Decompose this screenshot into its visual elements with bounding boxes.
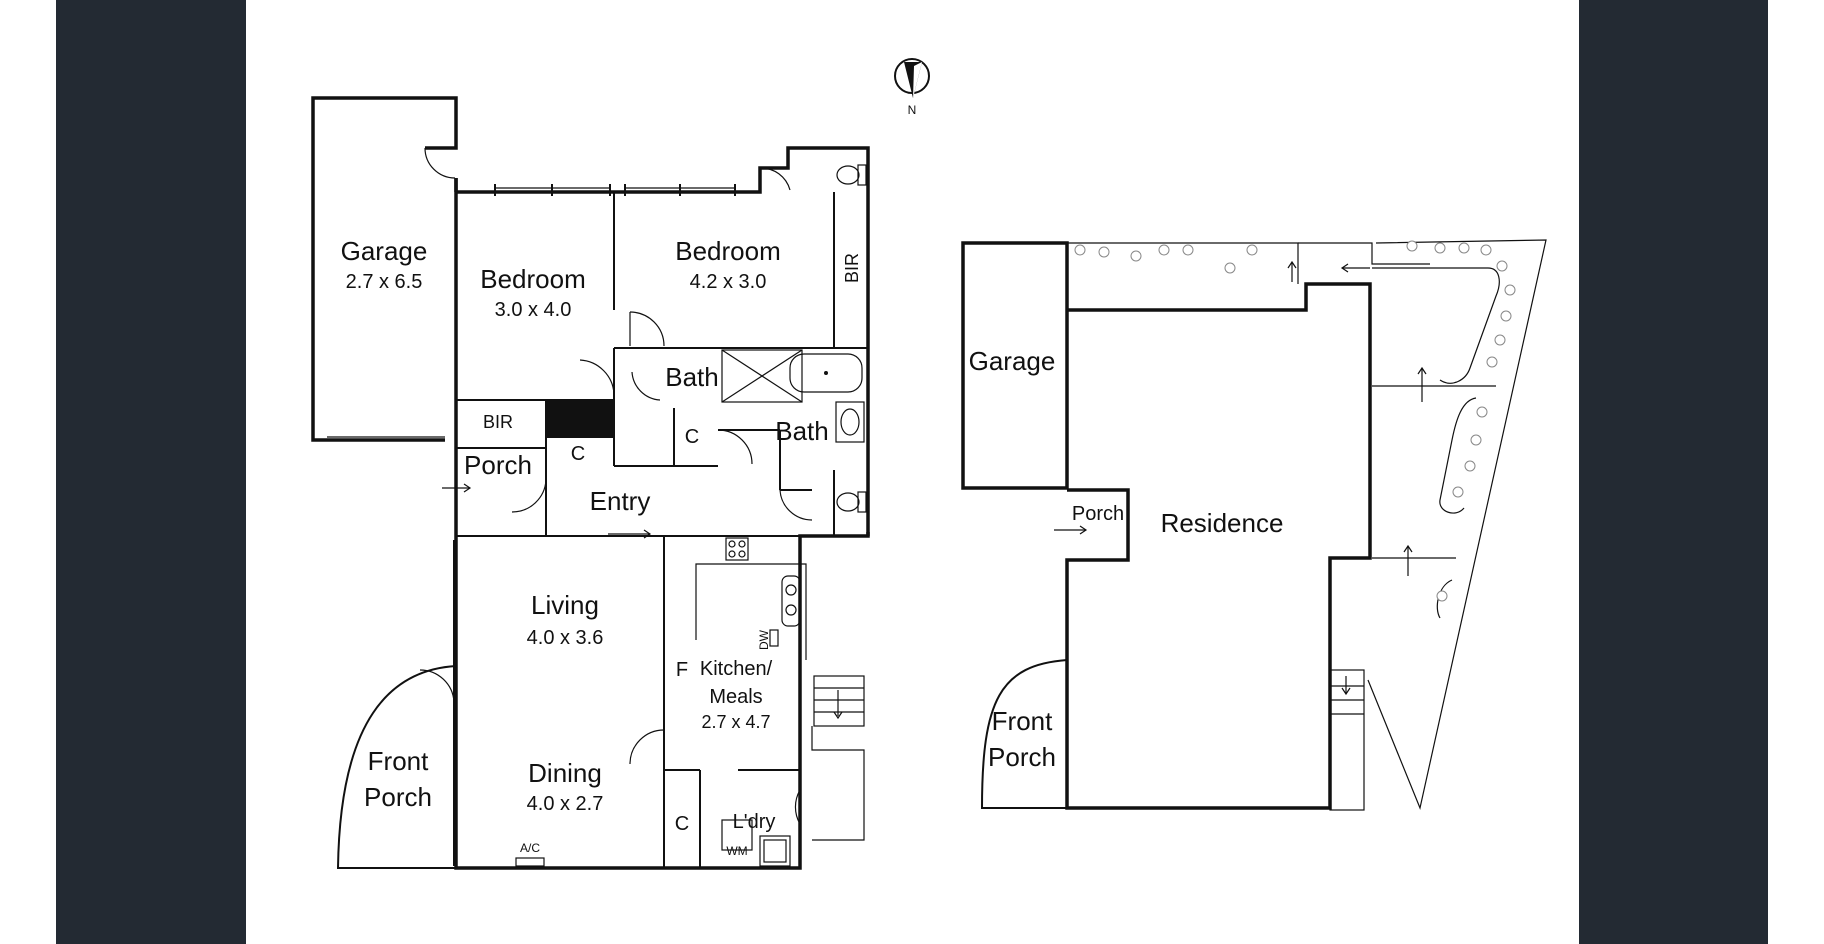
bedroom2-size: 4.2 x 3.0 xyxy=(690,271,767,293)
cupboard1-label: C xyxy=(571,443,585,465)
dishwasher-label: DW xyxy=(757,629,771,650)
house-outer-walls xyxy=(454,146,870,870)
site-arrows xyxy=(1054,260,1427,696)
living-size: 4.0 x 3.6 xyxy=(527,627,604,649)
cupboard3-label: C xyxy=(675,813,689,835)
entry-arrows xyxy=(442,483,652,539)
stairs xyxy=(811,675,865,841)
bath-fixtures xyxy=(721,349,867,513)
kitchen-label-line1: Kitchen/ xyxy=(700,658,773,680)
site-garage-label: Garage xyxy=(969,346,1056,376)
site-front-porch-label-line1: Front xyxy=(992,706,1053,736)
aircon-label: A/C xyxy=(520,841,540,855)
bedroom2-label: Bedroom xyxy=(675,236,781,266)
fridge-label: F xyxy=(676,659,688,681)
garage-size: 2.7 x 6.5 xyxy=(346,271,423,293)
living-label: Living xyxy=(531,590,599,620)
site-residence-label: Residence xyxy=(1161,508,1284,538)
floor-plan-sheet xyxy=(246,0,1579,944)
bath2-label: Bath xyxy=(775,416,829,446)
porch-label: Porch xyxy=(464,450,532,480)
ground-floor-plan xyxy=(311,96,870,870)
front-porch-label-line2: Porch xyxy=(364,782,432,812)
entry-label: Entry xyxy=(590,486,651,516)
kitchen-label-line2: Meals xyxy=(709,686,762,708)
top-wc-fixture xyxy=(759,164,867,191)
front-porch-label-line1: Front xyxy=(368,746,429,776)
cupboard2-label: C xyxy=(685,426,699,448)
kitchen-fixtures xyxy=(695,537,807,867)
site-porch-label: Porch xyxy=(1072,503,1124,525)
bedroom1-label: Bedroom xyxy=(480,264,586,294)
bath1-label: Bath xyxy=(665,362,719,392)
site-garage-outline xyxy=(961,241,1069,490)
site-shrub-icons xyxy=(1074,240,1516,602)
site-front-porch-label-line2: Porch xyxy=(988,742,1056,772)
compass-north-label: N xyxy=(908,103,917,117)
linen-cupboard-fill xyxy=(546,400,614,438)
right-dark-band xyxy=(1579,0,1768,944)
garage-walls xyxy=(311,96,458,442)
door-swings xyxy=(419,311,813,825)
dining-size: 4.0 x 2.7 xyxy=(527,793,604,815)
interior-walls xyxy=(456,192,868,868)
kitchen-size: 2.7 x 4.7 xyxy=(701,712,770,732)
front-porch-outline xyxy=(336,540,457,869)
bir-right-label: BIR xyxy=(842,253,862,283)
aircon-unit xyxy=(515,857,545,867)
washing-machine-label: WM xyxy=(726,844,747,858)
site-plan xyxy=(961,239,1547,811)
dining-label: Dining xyxy=(528,758,602,788)
laundry-label: L'dry xyxy=(733,811,776,833)
garage-label: Garage xyxy=(341,236,428,266)
bir-left-label: BIR xyxy=(483,412,513,432)
north-windows xyxy=(494,184,736,196)
left-dark-band xyxy=(56,0,246,944)
compass-icon xyxy=(894,58,930,98)
bedroom1-size: 3.0 x 4.0 xyxy=(495,299,572,321)
